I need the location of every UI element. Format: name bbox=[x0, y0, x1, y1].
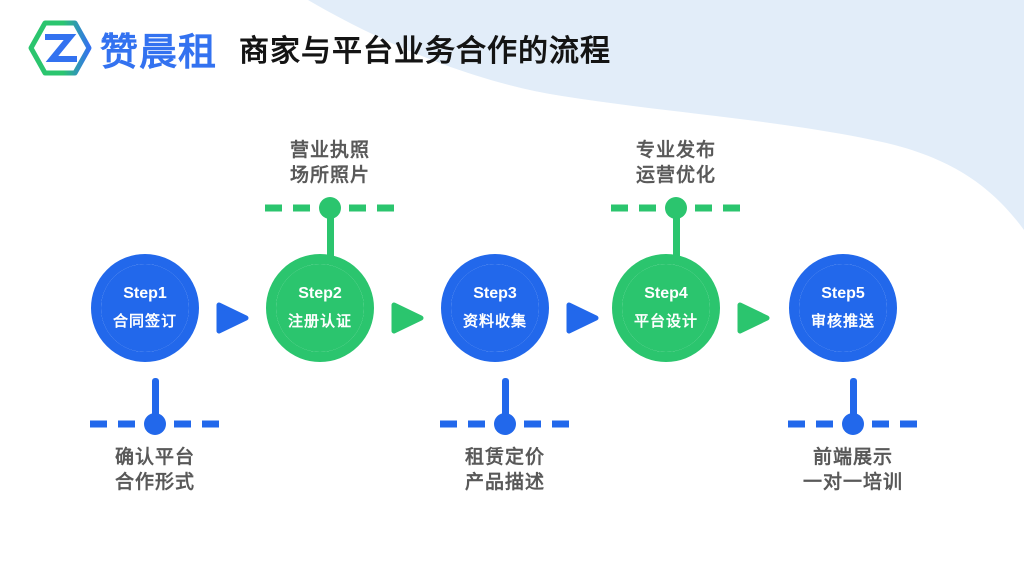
right-arrow-icon bbox=[737, 302, 770, 334]
step-name: 注册认证 bbox=[287, 313, 352, 330]
step-name: 资料收集 bbox=[462, 313, 527, 330]
connector-dot bbox=[842, 413, 864, 435]
step-circle: Step3 资料收集 bbox=[441, 254, 549, 362]
hexagon-z-logo-icon bbox=[28, 20, 92, 76]
step-2: 营业执照 场所照片 Step2 注册认证 bbox=[243, 140, 424, 530]
connector-dot bbox=[144, 413, 166, 435]
step-4: 专业发布 运营优化 Step4 平台设计 bbox=[589, 140, 770, 530]
step-circle: Step4 平台设计 bbox=[612, 254, 720, 362]
step-label: Step1 bbox=[123, 285, 167, 302]
header: 赞晨租 商家与平台业务合作的流程 bbox=[28, 18, 611, 78]
page-title: 商家与平台业务合作的流程 bbox=[239, 35, 612, 68]
connector-dot bbox=[319, 197, 341, 219]
step-name: 平台设计 bbox=[633, 313, 698, 330]
step-label: Step3 bbox=[473, 285, 517, 302]
connector-line bbox=[327, 208, 334, 260]
step-label: Step2 bbox=[298, 285, 342, 302]
step-circle: Step5 审核推送 bbox=[789, 254, 897, 362]
step-1: Step1 合同签订 确认平台 合作形式 bbox=[68, 140, 249, 530]
step-annotation: 营业执照 场所照片 bbox=[289, 140, 370, 186]
step-circle: Step1 合同签订 bbox=[91, 254, 199, 362]
connector-dot bbox=[665, 197, 687, 219]
step-name: 合同签订 bbox=[112, 313, 177, 330]
right-arrow-icon bbox=[391, 302, 424, 334]
connector-line bbox=[673, 208, 680, 260]
right-arrow-icon bbox=[216, 302, 249, 334]
step-annotation: 前端展示 一对一培训 bbox=[802, 447, 903, 493]
step-3: Step3 资料收集 租赁定价 产品描述 bbox=[418, 140, 599, 530]
step-5: Step5 审核推送 前端展示 一对一培训 bbox=[766, 140, 940, 530]
step-circle: Step2 注册认证 bbox=[266, 254, 374, 362]
right-arrow-icon bbox=[566, 302, 599, 334]
step-name: 审核推送 bbox=[810, 313, 875, 330]
step-annotation: 租赁定价 产品描述 bbox=[464, 447, 545, 493]
step-label: Step5 bbox=[821, 285, 865, 302]
connector-line bbox=[850, 378, 857, 428]
connector-dot bbox=[494, 413, 516, 435]
step-annotation: 确认平台 合作形式 bbox=[114, 447, 195, 493]
logo-text: 赞晨租 bbox=[100, 31, 218, 74]
connector-line bbox=[502, 378, 509, 428]
connector-line bbox=[152, 378, 159, 428]
step-annotation: 专业发布 运营优化 bbox=[635, 140, 716, 186]
step-label: Step4 bbox=[644, 285, 688, 302]
